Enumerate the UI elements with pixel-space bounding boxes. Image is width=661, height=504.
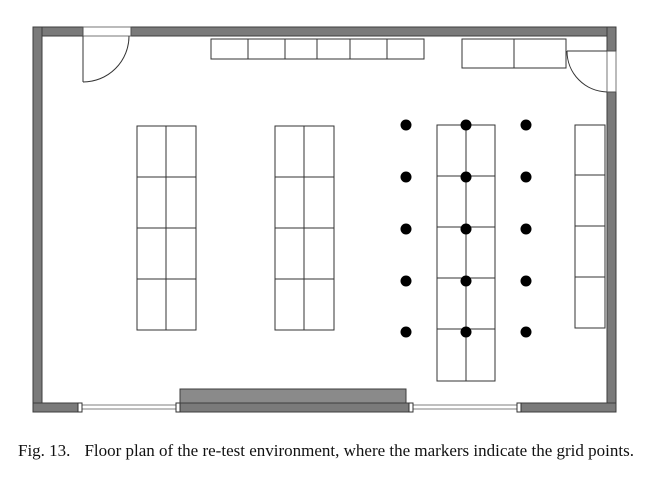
wall-left: [32, 26, 43, 413]
table-group-grid: [436, 124, 496, 382]
floor-plan: [32, 26, 617, 413]
door-right: [566, 50, 617, 93]
table-group-left: [136, 125, 197, 331]
cabinet-top-row: [210, 38, 425, 60]
grid-point-marker: [520, 326, 532, 338]
grid-point-marker: [520, 171, 532, 183]
wall-right-lower: [606, 91, 617, 413]
figure-label: Fig. 13.: [18, 441, 71, 460]
window-bottom-left: [77, 402, 181, 413]
grid-point-marker: [460, 171, 472, 183]
grid-point-marker: [400, 275, 412, 287]
grid-point-marker: [400, 119, 412, 131]
grid-point-marker: [400, 223, 412, 235]
wall-bottom-right: [520, 402, 617, 413]
grid-point-markers: [400, 119, 532, 338]
wall-right-upper: [606, 26, 617, 52]
figure-caption: Fig. 13. Floor plan of the re-test enviro…: [18, 440, 638, 461]
grid-point-marker: [520, 119, 532, 131]
grid-point-marker: [460, 223, 472, 235]
figure-caption-text: Floor plan of the re-test environment, w…: [84, 441, 634, 460]
cabinet-bottom: [179, 388, 407, 404]
grid-point-marker: [460, 275, 472, 287]
wall-bottom-left: [32, 402, 79, 413]
wall-top: [130, 26, 617, 37]
grid-point-marker: [520, 223, 532, 235]
grid-point-marker: [520, 275, 532, 287]
grid-point-marker: [400, 326, 412, 338]
wall-bottom-mid: [179, 402, 410, 413]
table-group-middle: [274, 125, 335, 331]
cabinet-top-right: [461, 38, 567, 69]
table-group-right: [574, 124, 606, 329]
grid-point-marker: [460, 326, 472, 338]
grid-point-marker: [460, 119, 472, 131]
window-bottom-right: [408, 402, 522, 413]
door-top-left: [82, 26, 132, 83]
grid-point-marker: [400, 171, 412, 183]
